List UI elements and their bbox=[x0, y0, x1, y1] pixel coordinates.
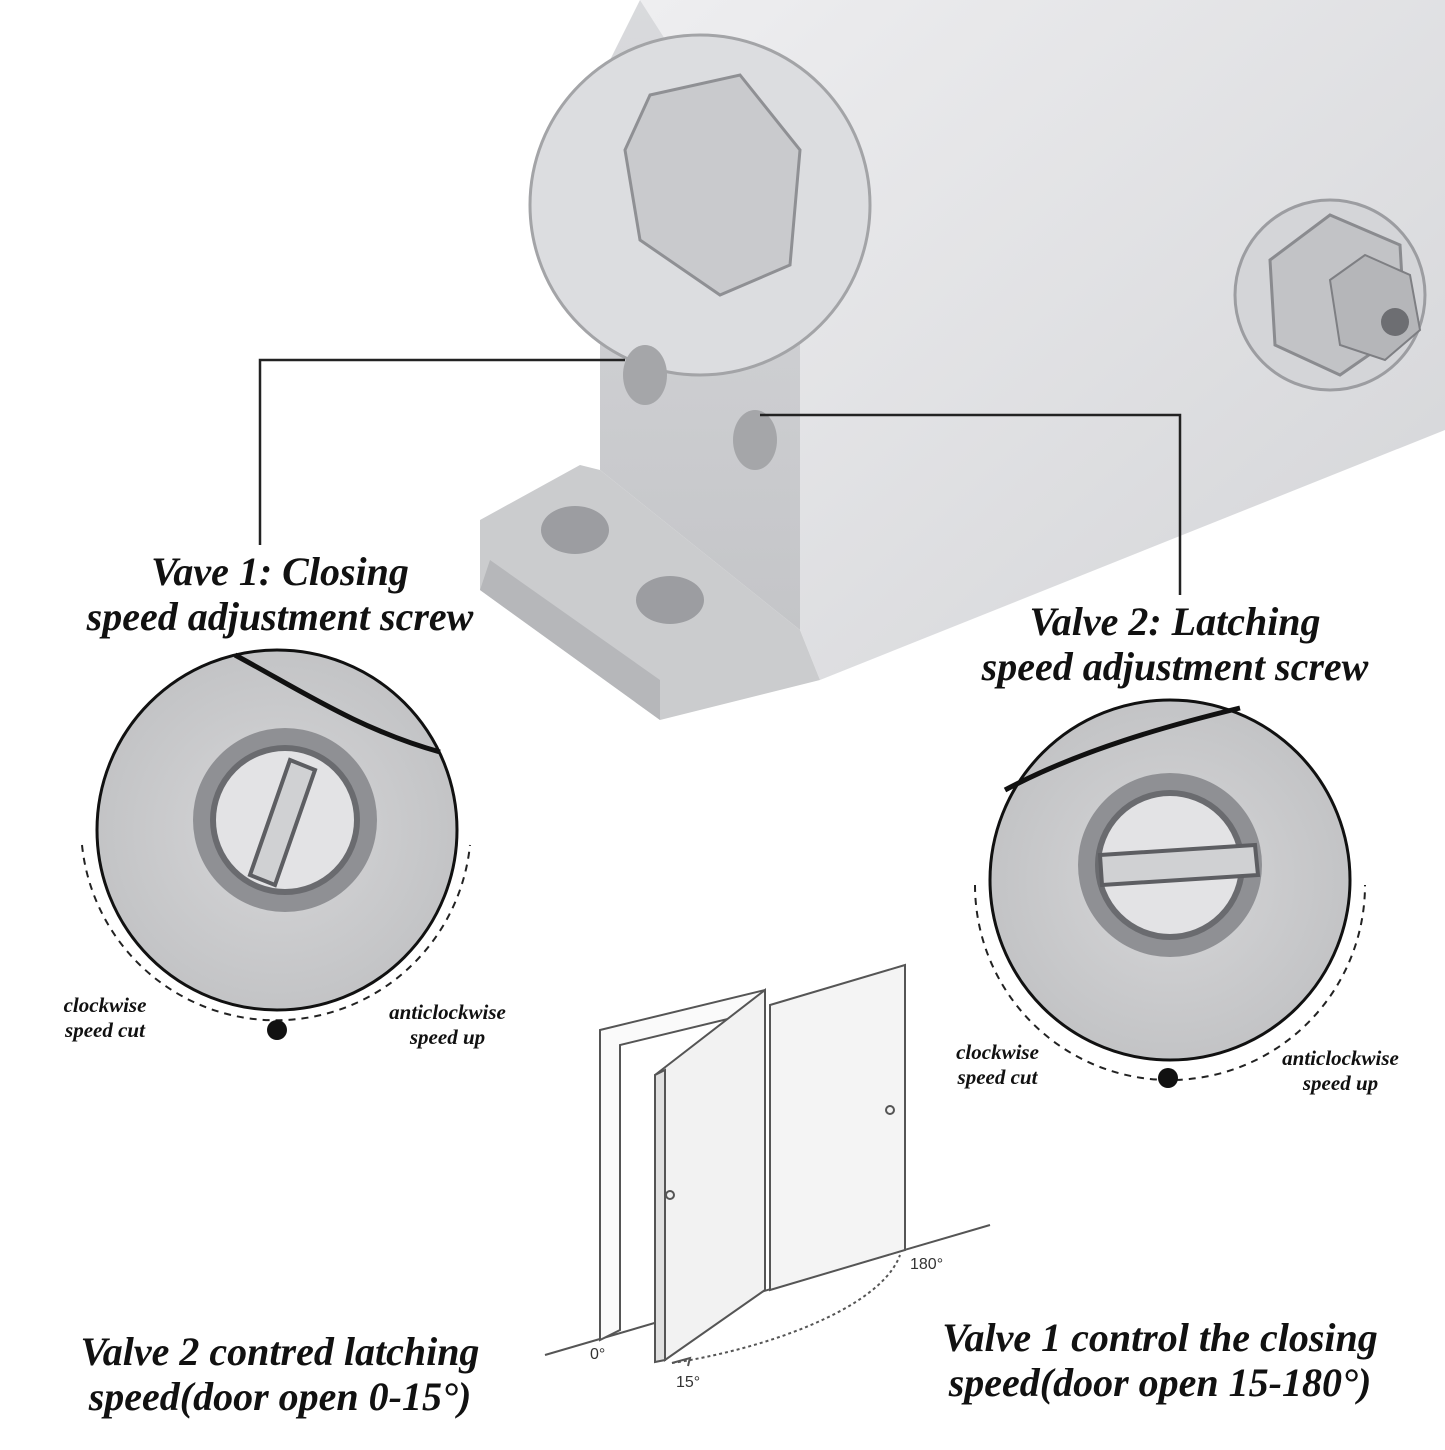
right-cw-line2: speed cut bbox=[957, 1065, 1038, 1090]
right-acw-line2: speed up bbox=[1302, 1071, 1379, 1096]
angle-15-label: 15° bbox=[676, 1374, 701, 1391]
door-diagram bbox=[544, 963, 991, 1367]
left-acw-line1: anticlockwise bbox=[389, 1000, 506, 1024]
leader-lines bbox=[258, 358, 1182, 595]
right-zoom-detail bbox=[974, 698, 1366, 1088]
valve-2-screw-hole bbox=[733, 410, 777, 470]
valve-2-title-line1: Valve 2: Latching bbox=[1029, 599, 1321, 644]
angle-180-label: 180° bbox=[910, 1256, 944, 1273]
left-acw-line2: speed up bbox=[409, 1025, 486, 1050]
right-acw-line1: anticlockwise bbox=[1282, 1046, 1399, 1070]
left-zoom-detail bbox=[81, 648, 471, 1040]
valve-2-caption-line2: speed(door open 0-15°) bbox=[88, 1373, 472, 1419]
right-dial-center-dot bbox=[1158, 1068, 1178, 1088]
valve-1-caption: Valve 1 control the closing speed(door o… bbox=[905, 1315, 1415, 1406]
right-clockwise-label: clockwise speed cut bbox=[935, 1040, 1060, 1090]
right-anticlockwise-label: anticlockwise speed up bbox=[1258, 1046, 1423, 1096]
left-clockwise-label: clockwise speed cut bbox=[40, 993, 170, 1043]
angle-0-label: 0° bbox=[590, 1346, 606, 1363]
valve-1-title-line1: Vave 1: Closing bbox=[151, 549, 409, 594]
left-cw-line2: speed cut bbox=[65, 1018, 145, 1043]
left-cw-line1: clockwise bbox=[63, 993, 147, 1017]
valve-1-screw-hole bbox=[623, 345, 667, 405]
valve-1-caption-line2: speed(door open 15-180°) bbox=[948, 1359, 1372, 1405]
left-anticlockwise-label: anticlockwise speed up bbox=[365, 1000, 530, 1050]
valve-1-title-line2: speed adjustment screw bbox=[86, 593, 474, 639]
valve-2-caption-line1: Valve 2 contred latching bbox=[80, 1329, 480, 1374]
valve-2-callout: Valve 2: Latching speed adjustment screw bbox=[950, 599, 1400, 690]
side-nut bbox=[1233, 198, 1427, 392]
door-closer-body bbox=[480, 0, 1445, 720]
left-dial-center-dot bbox=[267, 1020, 287, 1040]
valve-2-caption: Valve 2 contred latching speed(door open… bbox=[40, 1329, 520, 1420]
valve-1-callout: Vave 1: Closing speed adjustment screw bbox=[60, 549, 500, 640]
valve-2-title-line2: speed adjustment screw bbox=[981, 643, 1369, 689]
valve-1-caption-line1: Valve 1 control the closing bbox=[942, 1315, 1378, 1360]
right-cw-line1: clockwise bbox=[956, 1040, 1039, 1064]
